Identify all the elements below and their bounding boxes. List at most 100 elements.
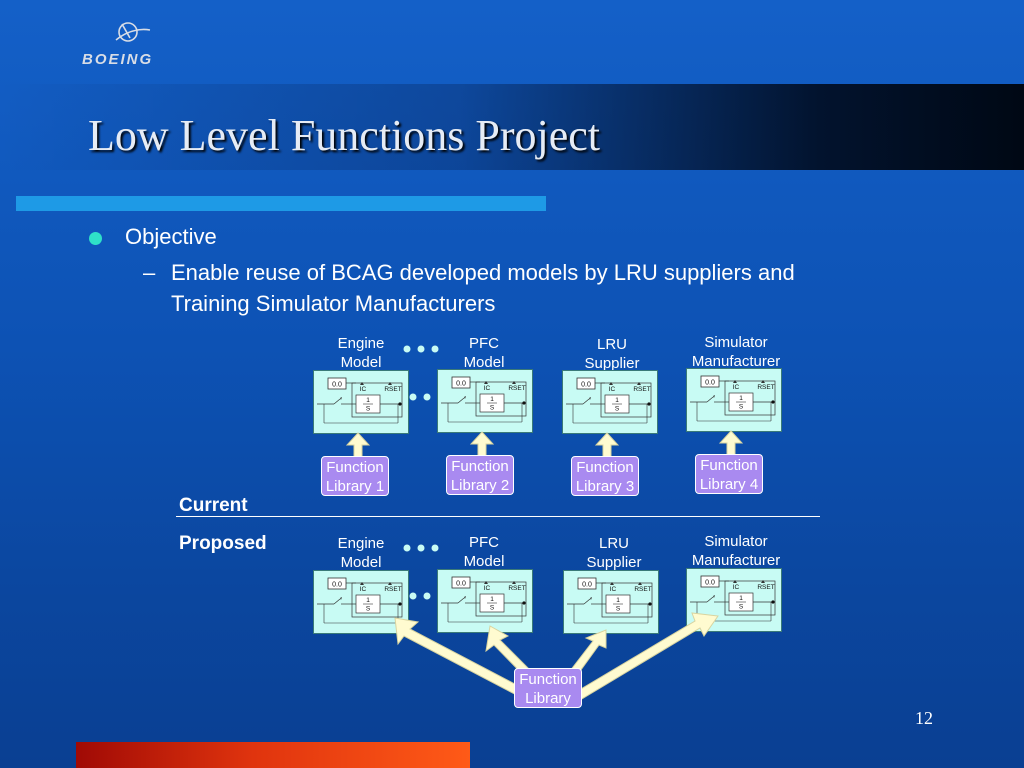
up-arrow-icon bbox=[470, 431, 494, 457]
integrator-frame bbox=[601, 582, 653, 618]
rset-label: RSET bbox=[634, 586, 651, 593]
proposed-section-label: Proposed bbox=[179, 533, 267, 554]
integrator-frame bbox=[475, 581, 527, 617]
tf-denominator: S bbox=[490, 605, 495, 612]
ic-value-box bbox=[700, 575, 720, 588]
ic-value-text: 0.0 bbox=[705, 380, 715, 387]
integrator-block-diagram: 0.0 IC RSET 1 S bbox=[441, 376, 527, 423]
ic-label: IC bbox=[733, 384, 740, 391]
ic-value-box bbox=[327, 577, 347, 590]
title-underline bbox=[16, 196, 546, 211]
ic-value-text: 0.0 bbox=[456, 581, 466, 588]
integrator-frame bbox=[475, 381, 527, 417]
tf-denominator: S bbox=[615, 406, 620, 413]
tf-denominator: S bbox=[366, 406, 371, 413]
footer-accent-bar bbox=[76, 742, 470, 768]
sub-bullet-dash: – bbox=[143, 260, 156, 285]
title-band bbox=[0, 84, 1024, 170]
model-block: 0.0 IC RSET 1 S bbox=[437, 369, 533, 433]
switch-icon bbox=[333, 598, 341, 605]
rset-label: RSET bbox=[633, 386, 650, 393]
ic-label: IC bbox=[484, 585, 491, 592]
tf-denominator: S bbox=[616, 606, 621, 613]
rset-label: RSET bbox=[384, 386, 401, 393]
tf-denominator: S bbox=[490, 405, 495, 412]
model-block: 0.0 IC RSET 1 S bbox=[313, 570, 409, 634]
ic-value-text: 0.0 bbox=[582, 582, 592, 589]
tf-denominator: S bbox=[739, 604, 744, 611]
integrator-block-diagram: 0.0 IC RSET 1 S bbox=[441, 576, 527, 623]
boeing-wordmark: BOEING bbox=[82, 51, 153, 68]
switch-icon bbox=[457, 597, 465, 604]
switch-icon bbox=[706, 396, 714, 403]
ic-value-text: 0.0 bbox=[332, 382, 342, 389]
ic-value-box bbox=[327, 377, 347, 390]
rset-label: RSET bbox=[757, 384, 774, 391]
ic-value-text: 0.0 bbox=[581, 382, 591, 389]
ic-value-text: 0.0 bbox=[456, 381, 466, 388]
integrator-block-diagram: 0.0 IC RSET 1 S bbox=[317, 577, 403, 624]
model-block: 0.0 IC RSET 1 S bbox=[313, 370, 409, 434]
integrator-block-diagram: 0.0 IC RSET 1 S bbox=[690, 375, 776, 422]
ic-label: IC bbox=[609, 386, 616, 393]
switch-icon bbox=[706, 596, 714, 603]
tf-numerator: 1 bbox=[490, 596, 494, 603]
model-block: 0.0 IC RSET 1 S bbox=[686, 568, 782, 632]
integrator-frame bbox=[724, 380, 776, 416]
up-arrow-icon bbox=[719, 430, 743, 456]
sub-bullet-line-1: Enable reuse of BCAG developed models by… bbox=[171, 260, 795, 285]
continuation-dots-icon bbox=[403, 345, 439, 353]
ic-value-text: 0.0 bbox=[705, 580, 715, 587]
tf-numerator: 1 bbox=[615, 397, 619, 404]
tf-denominator: S bbox=[366, 606, 371, 613]
arrow-to-simulator-icon bbox=[575, 612, 719, 701]
rset-label: RSET bbox=[384, 586, 401, 593]
integrator-frame bbox=[351, 382, 403, 418]
ic-value-box bbox=[700, 375, 720, 388]
model-block: 0.0 IC RSET 1 S bbox=[563, 570, 659, 634]
continuation-dots-icon bbox=[409, 393, 431, 401]
objective-text: Objective bbox=[125, 224, 217, 249]
switch-icon bbox=[457, 397, 465, 404]
sub-bullet-line-2: Training Simulator Manufacturers bbox=[171, 291, 496, 316]
integrator-block-diagram: 0.0 IC RSET 1 S bbox=[566, 377, 652, 424]
ic-label: IC bbox=[360, 386, 367, 393]
integrator-frame bbox=[600, 382, 652, 418]
tf-numerator: 1 bbox=[616, 597, 620, 604]
ic-value-box bbox=[451, 576, 471, 589]
ic-label: IC bbox=[733, 584, 740, 591]
ic-label: IC bbox=[360, 586, 367, 593]
ic-value-box bbox=[576, 377, 596, 390]
rset-label: RSET bbox=[508, 585, 525, 592]
integrator-block-diagram: 0.0 IC RSET 1 S bbox=[567, 577, 653, 624]
slide-title: Low Level Functions Project bbox=[88, 111, 601, 160]
model-block: 0.0 IC RSET 1 S bbox=[686, 368, 782, 432]
continuation-dots-icon bbox=[403, 544, 439, 552]
integrator-frame bbox=[351, 582, 403, 618]
ic-label: IC bbox=[484, 385, 491, 392]
tf-numerator: 1 bbox=[366, 397, 370, 404]
integrator-frame bbox=[724, 580, 776, 616]
tf-numerator: 1 bbox=[739, 395, 743, 402]
ic-value-text: 0.0 bbox=[332, 582, 342, 589]
boeing-logo: BOEING bbox=[82, 22, 153, 68]
tf-numerator: 1 bbox=[490, 396, 494, 403]
ic-label: IC bbox=[610, 586, 617, 593]
switch-icon bbox=[582, 398, 590, 405]
integrator-block-diagram: 0.0 IC RSET 1 S bbox=[317, 377, 403, 424]
continuation-dots-icon bbox=[409, 592, 431, 600]
tf-numerator: 1 bbox=[366, 597, 370, 604]
current-section-label: Current bbox=[179, 495, 248, 516]
model-block: 0.0 IC RSET 1 S bbox=[562, 370, 658, 434]
